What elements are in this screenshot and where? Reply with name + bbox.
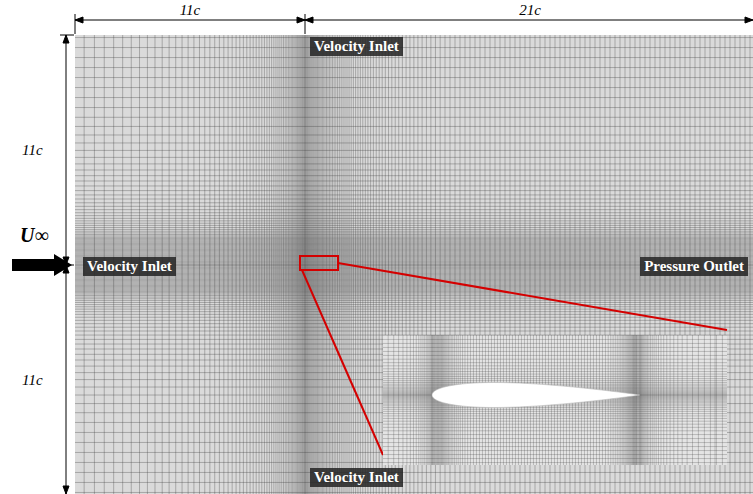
mesh-lines	[75, 35, 753, 494]
inset-mesh	[383, 335, 727, 465]
domain-ground	[75, 35, 753, 494]
freestream-label: U∞	[20, 224, 49, 247]
boundary-label: Velocity Inlet	[310, 468, 403, 487]
boundary-label: Pressure Outlet	[640, 257, 748, 276]
dimension-label: 11c	[20, 142, 45, 159]
zoom-line	[302, 270, 383, 455]
dimension-label: 11c	[178, 2, 203, 19]
airfoil	[432, 383, 640, 408]
dimension-label: 11c	[20, 372, 45, 389]
boundary-label: Velocity Inlet	[310, 37, 403, 56]
zoom-box	[300, 256, 338, 270]
dimension-lines	[60, 14, 753, 494]
boundary-label: Velocity Inlet	[83, 257, 176, 276]
flow-arrow	[12, 254, 72, 276]
dimension-label: 21c	[517, 2, 543, 19]
